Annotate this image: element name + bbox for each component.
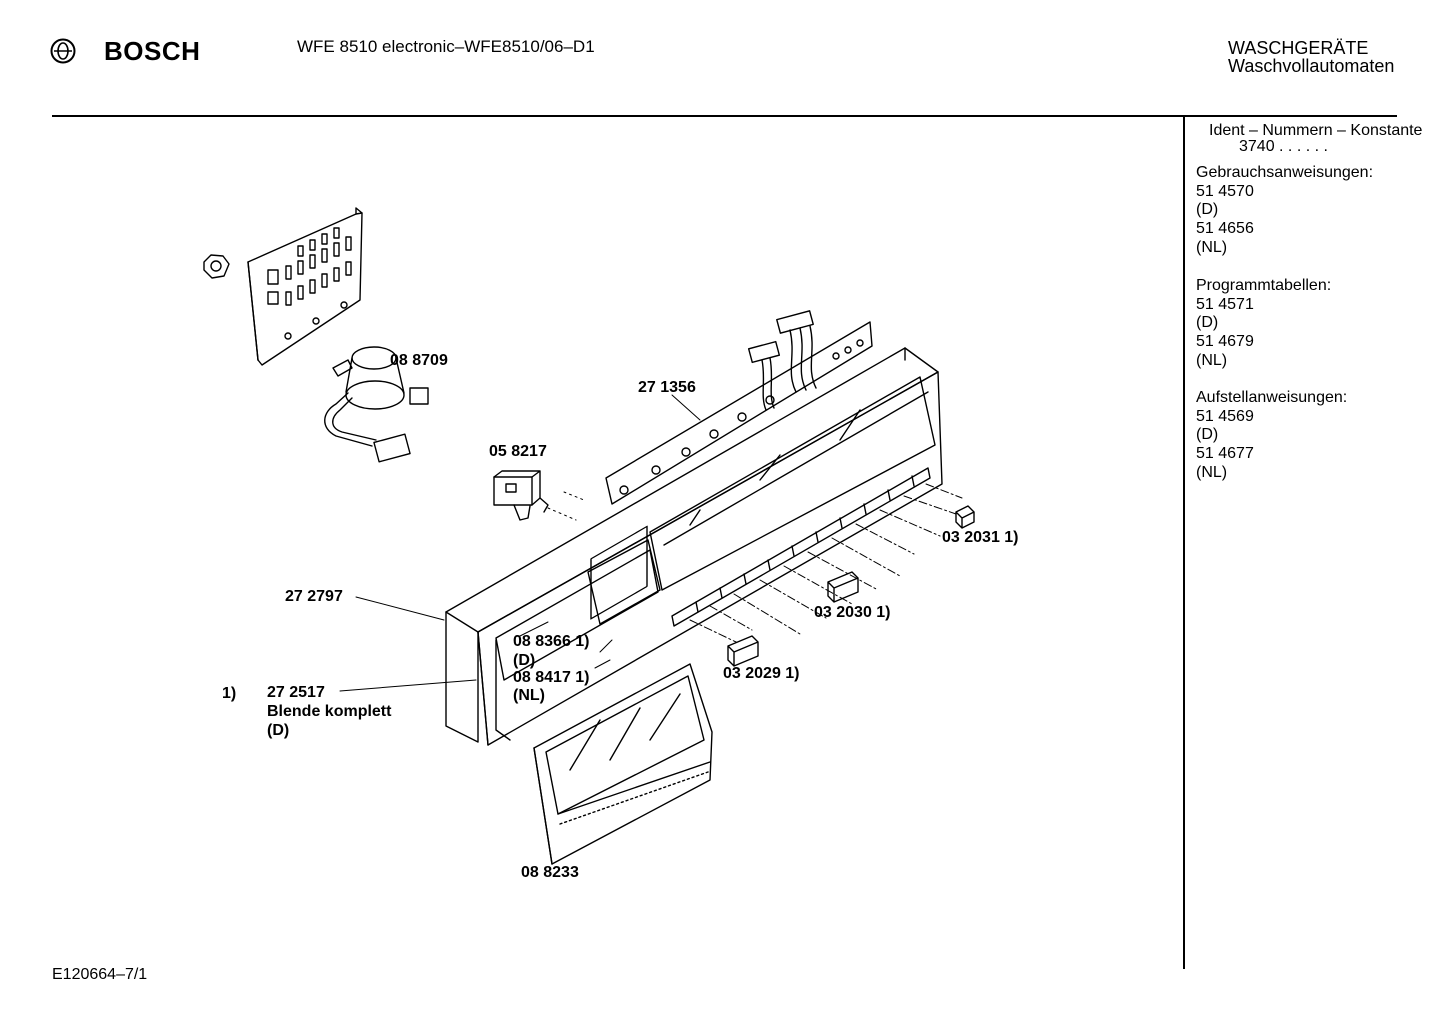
section-title: Gebrauchsanweisungen: bbox=[1196, 164, 1374, 181]
label-272517: 27 2517 bbox=[267, 684, 325, 701]
label-272517-lang: (D) bbox=[267, 722, 289, 739]
drawing-code: E120664–7/1 bbox=[52, 966, 148, 983]
language-code: (NL) bbox=[1196, 463, 1228, 481]
label-088417: 08 8417 1) bbox=[513, 669, 590, 686]
manual-section-installation: Aufstellanweisungen: 51 4569 (D) 51 4677… bbox=[1196, 389, 1347, 483]
language-code: (NL) bbox=[1196, 351, 1228, 369]
nut-part bbox=[203, 254, 230, 279]
sidebar-divider bbox=[1183, 117, 1185, 969]
front-panel-frame bbox=[477, 371, 943, 746]
display-window-part bbox=[533, 663, 713, 865]
label-032029: 03 2029 1) bbox=[723, 665, 800, 682]
manual-section-program-tables: Programmtabellen: 51 4571 (D) 51 4679 (N… bbox=[1196, 277, 1331, 371]
label-088709: 08 8709 bbox=[390, 352, 448, 369]
manual-section-usage: Gebrauchsanweisungen: 51 4570 (D) 51 465… bbox=[1196, 164, 1373, 258]
label-footnote: 1) bbox=[222, 685, 236, 702]
ident-value: 3740 . . . . . . bbox=[1239, 138, 1328, 155]
part-number: 51 4570 bbox=[1196, 182, 1254, 200]
exploded-parts-diagram: 08 8709 27 1356 05 8217 03 2031 1) 03 20… bbox=[203, 207, 1019, 881]
circuit-board-bracket bbox=[247, 207, 363, 366]
model-title: WFE 8510 electronic–WFE8510/06–D1 bbox=[297, 37, 595, 56]
language-code: (D) bbox=[1196, 314, 1219, 332]
part-number: 51 4679 bbox=[1196, 333, 1254, 351]
language-code: (D) bbox=[1196, 426, 1219, 444]
part-number: 51 4569 bbox=[1196, 407, 1254, 425]
label-272797: 27 2797 bbox=[285, 588, 343, 605]
section-title: Programmtabellen: bbox=[1196, 277, 1332, 294]
label-leader-lines bbox=[339, 394, 701, 692]
selector-switch-part bbox=[493, 470, 549, 521]
label-088417-lang: (NL) bbox=[513, 687, 545, 704]
label-272517-desc: Blende komplett bbox=[267, 703, 392, 720]
button-cap-032031 bbox=[955, 505, 975, 529]
button-cap-032029 bbox=[727, 635, 759, 667]
category-subtitle: Waschvollautomaten bbox=[1228, 56, 1395, 76]
button-cap-032030 bbox=[827, 571, 859, 603]
bosch-armature-icon bbox=[50, 38, 76, 64]
category-title: WASCHGERÄTE bbox=[1228, 38, 1369, 58]
header-divider bbox=[52, 115, 1397, 117]
part-number: 51 4677 bbox=[1196, 445, 1254, 463]
language-code: (NL) bbox=[1196, 238, 1228, 256]
label-058217: 05 8217 bbox=[489, 443, 547, 460]
label-271356: 27 1356 bbox=[638, 379, 696, 396]
interference-filter-part bbox=[324, 346, 429, 463]
label-088233: 08 8233 bbox=[521, 864, 579, 881]
label-088366: 08 8366 1) bbox=[513, 633, 590, 650]
language-code: (D) bbox=[1196, 201, 1219, 219]
dotted-assembly-lines bbox=[547, 491, 585, 521]
label-088366-lang: (D) bbox=[513, 652, 535, 669]
label-032030: 03 2030 1) bbox=[814, 604, 891, 621]
brand-name: BOSCH bbox=[104, 36, 201, 66]
label-032031: 03 2031 1) bbox=[942, 529, 1019, 546]
section-title: Aufstellanweisungen: bbox=[1196, 389, 1348, 406]
ident-title: Ident – Nummern – Konstante bbox=[1209, 122, 1423, 139]
part-number: 51 4656 bbox=[1196, 220, 1254, 238]
button-leader-lines bbox=[689, 483, 963, 643]
part-number: 51 4571 bbox=[1196, 295, 1254, 313]
button-strip bbox=[671, 467, 931, 627]
wiring-board-part bbox=[605, 310, 873, 505]
